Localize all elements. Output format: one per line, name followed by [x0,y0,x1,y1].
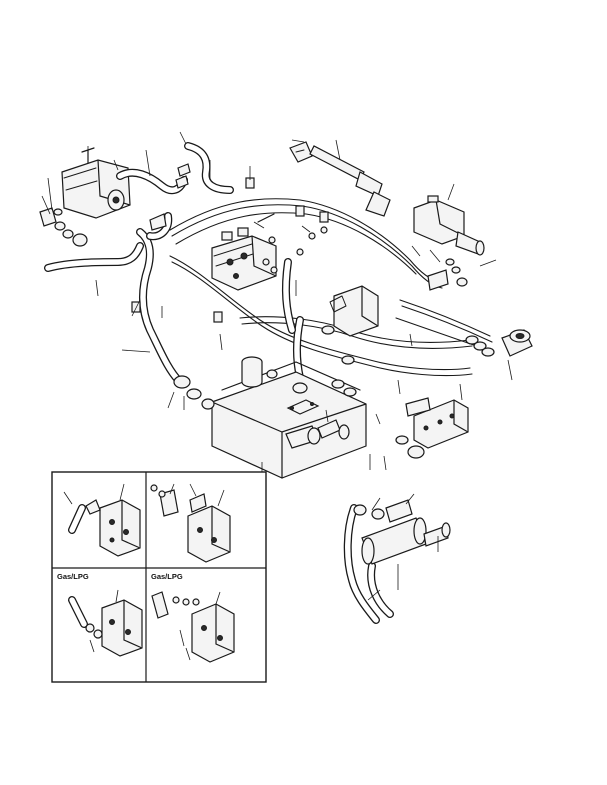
drive-shaft [289,141,391,217]
pump-fittings [39,207,88,247]
hydraulic-pump [61,147,131,219]
inset-label-gas-lpg-left: Gas/LPG [57,572,89,581]
inset-pump-view-3 [68,589,143,657]
steering-unit [413,195,485,256]
inset-pump-view-2 [150,483,231,563]
right-fittings [427,258,533,357]
hydraulic-tank [211,356,367,479]
lift-cylinder [353,499,451,565]
filter-bracket [329,285,379,337]
auxiliary-valve [395,397,469,459]
valve-fittings [131,163,329,323]
inset-label-gas-lpg-right: Gas/LPG [151,572,183,581]
filter-element [285,425,321,449]
inset-pump-view-4 [151,591,235,663]
tank-fittings [173,325,357,410]
inset-pump-view-1 [63,483,141,557]
control-valve [211,227,277,291]
